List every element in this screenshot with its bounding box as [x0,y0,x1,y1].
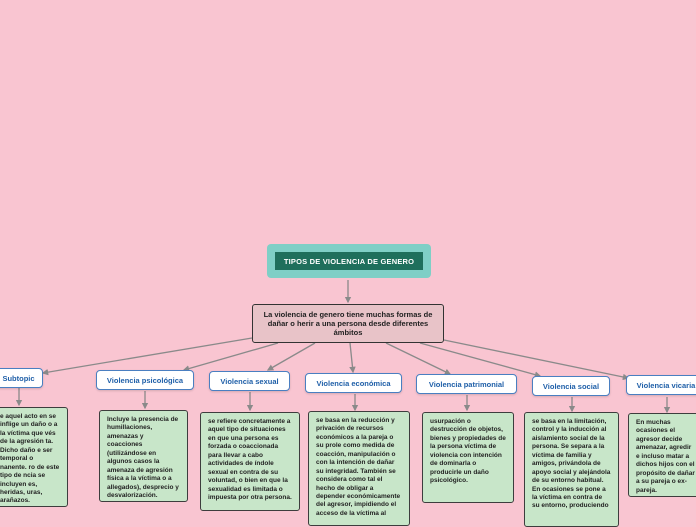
topic-violencia-sexual[interactable]: Violencia sexual [209,371,290,391]
connector-main-economica [349,342,356,374]
detail-violencia-patrimonial: usurpación o destrucción de objetos, bie… [422,412,514,503]
detail-violencia-vicaria: En muchas ocasiones el agresor decide am… [628,413,696,497]
main-topic-node[interactable]: La violencia de genero tiene muchas form… [252,304,444,343]
root-node[interactable]: TIPOS DE VIOLENCIA DE GENERO [267,244,431,278]
topic-violencia-patrimonial[interactable]: Violencia patrimonial [416,374,517,394]
connector-main-subtopic [41,337,253,376]
topic-violencia-economica[interactable]: Violencia económica [305,373,402,393]
connector-main-patrimonial [385,342,452,375]
root-node-label: TIPOS DE VIOLENCIA DE GENERO [275,252,423,270]
detail-violencia-psicologica: Incluye la presencia de humillaciones, a… [99,410,188,502]
connector-main-psicologica [182,342,279,372]
detail-violencia-economica: se basa en la reducción y privación de r… [308,411,410,526]
topic-violencia-vicaria[interactable]: Violencia vicaria [626,375,696,395]
detail-violencia-sexual: se refiere concretamente a aquel tipo de… [200,412,300,511]
detail-violencia-social: se basa en la limitación, control y la i… [524,412,619,527]
detail-subtopic: e aquel acto en se inflige un daño o a l… [0,407,68,507]
connector-main-vicaria [443,339,630,381]
topic-subtopic[interactable]: Subtopic [0,368,43,388]
topic-violencia-social[interactable]: Violencia social [532,376,610,396]
connector-main-sexual [266,342,316,371]
topic-violencia-psicologica[interactable]: Violencia psicológica [96,370,194,390]
connector-main-social [419,342,542,378]
